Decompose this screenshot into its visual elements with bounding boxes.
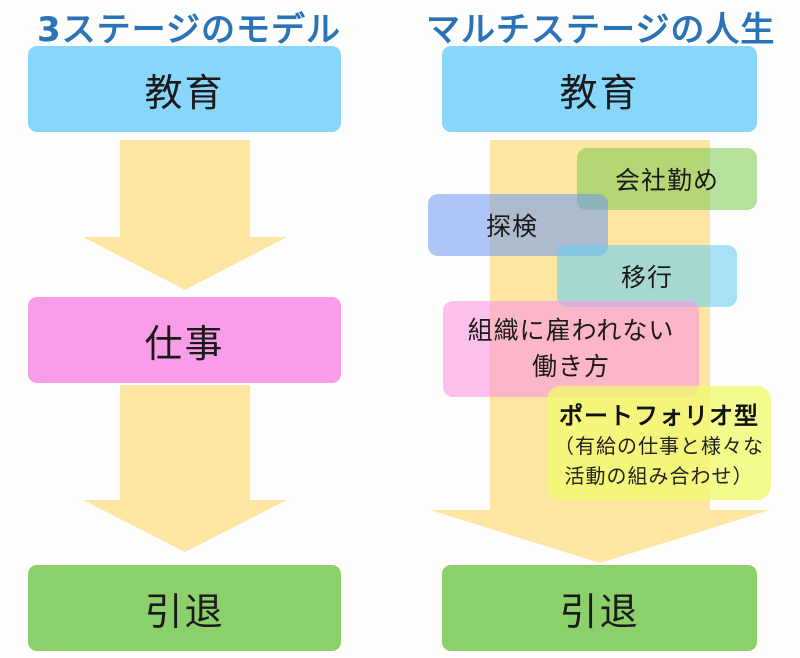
stage-portfolio-note-line2: 活動の組み合わせ） xyxy=(564,463,754,488)
stage-employment-label: 会社勤め xyxy=(614,166,719,195)
left-title: 3ステージのモデル xyxy=(37,10,341,50)
stage-retirement-multi: 引退 xyxy=(442,565,757,651)
stage-retirement: 引退 xyxy=(28,565,341,651)
right-title: マルチステージの人生 xyxy=(426,10,776,50)
stage-transition: 移行 xyxy=(557,245,737,307)
stage-exploration-label: 探検 xyxy=(486,212,539,241)
stage-portfolio-title: ポートフォリオ型 xyxy=(559,401,759,430)
stage-transition-label: 移行 xyxy=(620,263,673,292)
arrow-down-2 xyxy=(83,385,287,552)
stage-portfolio-note-line1: （有給の仕事と様々な xyxy=(554,433,764,458)
stage-independent-line2: 働き方 xyxy=(531,352,610,381)
stage-education: 教育 xyxy=(28,46,341,132)
arrow-down-1 xyxy=(83,140,287,290)
stage-work: 仕事 xyxy=(28,297,341,383)
stage-education-multi: 教育 xyxy=(442,46,757,132)
stage-independent-line1: 組織に雇われない xyxy=(467,316,675,345)
stage-portfolio: ポートフォリオ型 （有給の仕事と様々な 活動の組み合わせ） xyxy=(547,386,771,500)
stage-independent-work: 組織に雇われない 働き方 xyxy=(443,301,699,397)
